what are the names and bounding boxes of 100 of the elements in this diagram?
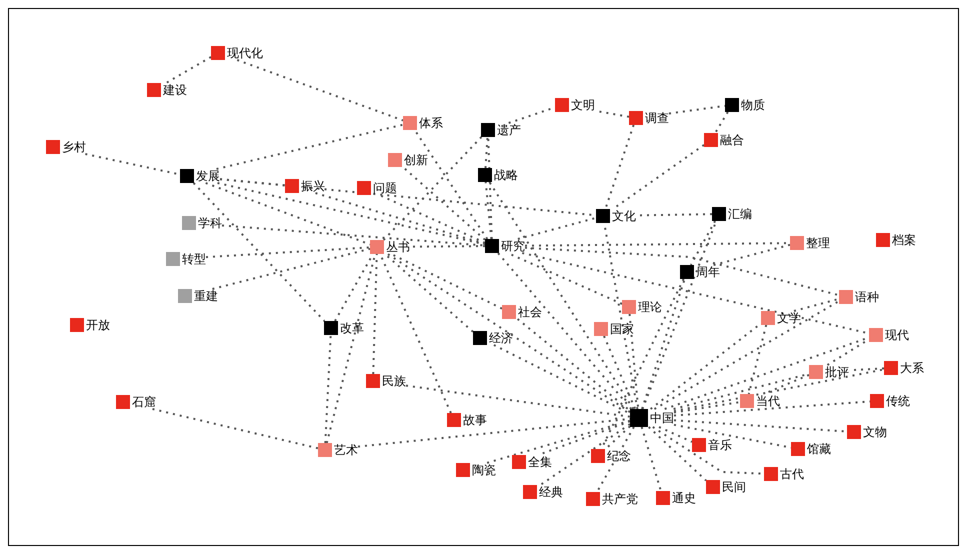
keyword-label: 振兴: [301, 179, 325, 193]
link-line: [518, 216, 596, 240]
keyword-label: 文物: [863, 425, 887, 439]
keyword-label: 改革: [340, 321, 364, 335]
link-line: [748, 324, 768, 394]
link-line: [674, 368, 884, 412]
keyword-label: 通史: [672, 491, 696, 505]
link-line: [516, 318, 631, 412]
keyword-label: 社会: [518, 305, 542, 319]
keyword-label: 理论: [638, 300, 662, 314]
link-line: [410, 245, 485, 248]
keyword-label: 整理: [806, 236, 830, 250]
link-line: [382, 136, 482, 241]
link-line: [658, 426, 692, 443]
link-line: [387, 253, 631, 413]
link-line: [524, 246, 840, 296]
keyword-label: 丛书: [386, 240, 410, 254]
keyword-label: 转型: [182, 252, 206, 266]
keyword-label: 文明: [571, 98, 595, 112]
link-line: [628, 314, 640, 410]
link-line: [794, 298, 840, 312]
keyword-label: 经济: [489, 331, 513, 345]
link-line: [488, 181, 634, 410]
link-line: [222, 224, 486, 246]
link-line: [640, 426, 662, 492]
keyword-label: 开放: [86, 318, 110, 332]
link-line: [206, 246, 370, 258]
link-line: [648, 426, 707, 482]
link-line: [217, 182, 486, 246]
keyword-label: 物质: [741, 98, 765, 112]
link-line: [390, 253, 502, 310]
link-line: [713, 244, 790, 266]
link-line: [216, 124, 404, 170]
link-line: [212, 248, 370, 290]
link-line: [604, 124, 635, 210]
keyword-label: 中国: [650, 411, 674, 425]
link-line: [414, 129, 488, 240]
keyword-label: 批评: [825, 365, 849, 379]
link-line: [378, 194, 486, 244]
link-line: [690, 220, 716, 266]
keyword-label: 学科: [198, 216, 222, 230]
keyword-label: 民族: [382, 374, 406, 388]
link-line: [384, 253, 474, 333]
link-line: [236, 59, 404, 122]
link-line: [484, 136, 488, 168]
link-line: [674, 400, 870, 416]
keyword-label: 当代: [756, 394, 780, 408]
keyword-label: 创新: [404, 153, 428, 167]
keyword-label: 古代: [780, 467, 804, 481]
link-line: [763, 374, 810, 395]
link-line: [596, 426, 635, 492]
link-line: [192, 182, 326, 322]
link-line: [603, 336, 636, 410]
link-line: [493, 344, 630, 414]
keyword-label: 现代: [885, 328, 909, 342]
keyword-label: 故事: [463, 413, 487, 427]
keyword-label: 大系: [900, 361, 924, 375]
keyword-label: 汇编: [728, 207, 752, 221]
keyword-label: 体系: [419, 116, 443, 130]
link-line: [402, 166, 486, 241]
keyword-label: 文学: [777, 311, 801, 325]
keyword-label: 建设: [163, 83, 187, 97]
link-line: [324, 334, 332, 444]
keyword-label: 音乐: [708, 438, 732, 452]
keyword-label: 战略: [494, 168, 518, 182]
keyword-label: 馆藏: [807, 442, 831, 456]
keyword-label: 传统: [886, 394, 910, 408]
link-line: [166, 56, 212, 84]
keyword-label: 研究: [501, 239, 525, 253]
keyword-label: 档案: [892, 233, 916, 247]
link-line: [604, 426, 631, 450]
link-line: [486, 420, 630, 464]
link-line: [714, 111, 729, 134]
link-line: [641, 278, 686, 410]
link-line: [668, 104, 726, 114]
link-line: [487, 136, 493, 240]
keyword-label: 石窟: [132, 395, 156, 409]
keyword-label: 语种: [855, 290, 879, 304]
link-line: [315, 192, 486, 245]
keyword-label: 乡村: [62, 140, 86, 154]
keyword-label: 遗产: [497, 123, 521, 137]
keyword-label: 纪念: [607, 449, 631, 463]
keyword-label: 经典: [539, 485, 563, 499]
keyword-label: 国家: [610, 322, 634, 336]
link-line: [152, 408, 318, 450]
keyword-label: 全集: [528, 455, 552, 469]
keyword-label: 重建: [194, 289, 218, 303]
keyword-label: 艺术: [334, 443, 358, 457]
link-line: [674, 401, 740, 414]
keyword-label: 问题: [373, 181, 397, 195]
link-line: [205, 182, 370, 246]
keyword-label: 现代化: [227, 46, 263, 60]
keyword-label: 共产党: [602, 492, 638, 506]
keyword-label: 文化: [612, 209, 636, 223]
link-line: [406, 384, 630, 418]
link-line: [372, 254, 378, 374]
link-line: [484, 182, 492, 240]
link-line: [220, 178, 286, 186]
keyword-label: 陶瓷: [472, 463, 496, 477]
keyword-label: 发展: [196, 169, 220, 183]
